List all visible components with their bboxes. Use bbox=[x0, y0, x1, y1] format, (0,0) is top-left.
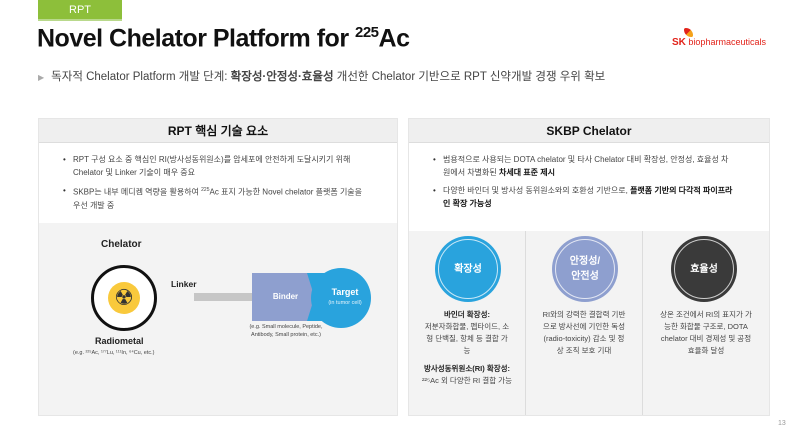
linker-label: Linker bbox=[171, 279, 197, 289]
section-tag: RPT bbox=[38, 0, 122, 21]
left-panel: RPT 핵심 기술 요소 RPT 구성 요소 중 핵심인 RI(방사성동위원소)… bbox=[38, 118, 398, 416]
right-panel: SKBP Chelator 범용적으로 사용되는 DOTA chelator 및… bbox=[408, 118, 770, 416]
bullet-sup: 225 bbox=[201, 187, 210, 193]
binder-examples: (e.g. Small molecule, Peptide, Antibody,… bbox=[249, 324, 323, 338]
efficiency-circle: 효율성 bbox=[671, 236, 737, 302]
title-text: Novel Chelator Platform for bbox=[37, 24, 355, 53]
subtitle-post: 개선한 Chelator 기반으로 RPT 신약개발 경쟁 우위 확보 bbox=[333, 71, 606, 83]
radiometal-label: Radiometal bbox=[95, 336, 144, 346]
bullet: 범용적으로 사용되는 DOTA chelator 및 타사 Chelator 대… bbox=[433, 153, 733, 179]
column-scalability: 확장성 바인더 확장성: 저분자화합물, 펩타이드, 소형 단백질, 항체 등 … bbox=[409, 231, 526, 415]
radiometal-examples: (e.g. ²²⁵Ac, ¹⁷⁷Lu, ¹¹¹In, ⁶⁴Cu, etc.) bbox=[73, 350, 155, 356]
title-tail: Ac bbox=[378, 24, 410, 53]
page-number: 13 bbox=[778, 420, 786, 427]
column-heading: 방사성동위원소(RI) 확장성: bbox=[423, 364, 511, 373]
column-heading: 바인더 확장성: bbox=[444, 310, 490, 319]
target-label: Target bbox=[331, 287, 359, 297]
bullet-bold: 차세대 표준 제시 bbox=[498, 168, 555, 177]
page-title: Novel Chelator Platform for 225Ac bbox=[37, 24, 410, 53]
column-text: 상온 조건에서 RI의 표지가 가능한 화합물 구조로, DOTA chelat… bbox=[660, 310, 752, 355]
title-sup: 225 bbox=[355, 24, 379, 41]
bullet-text: 다양한 바인더 및 방사성 동위원소와의 호환성 기반으로, bbox=[443, 186, 631, 195]
bullet-text: 범용적으로 사용되는 DOTA chelator 및 타사 Chelator 대… bbox=[443, 155, 729, 177]
bullet: RPT 구성 요소 중 핵심인 RI(방사성동위원소)를 암세포에 안전하게 도… bbox=[63, 153, 363, 179]
bullet-text: Ac 표지 가능한 Novel chelator 플랫폼 기술을 우선 개발 중 bbox=[73, 187, 363, 210]
linker-bar bbox=[194, 293, 264, 301]
chelator-label: Chelator bbox=[101, 239, 142, 250]
column-efficiency: 효율성 상온 조건에서 RI의 표지가 가능한 화합물 구조로, DOTA ch… bbox=[643, 231, 769, 415]
chelator-ring: ☢ bbox=[91, 265, 157, 331]
bullet-bold: 플랫폼 기반의 다각적 파이프라인 확장 가능성 bbox=[443, 186, 733, 208]
arrow-icon: ▶ bbox=[38, 73, 45, 82]
radiation-icon: ☢ bbox=[108, 282, 140, 314]
left-panel-header: RPT 핵심 기술 요소 bbox=[39, 119, 397, 143]
right-panel-header: SKBP Chelator bbox=[409, 119, 769, 143]
subtitle: ▶ 독자적 Chelator Platform 개발 단계: 확장성·안정성·효율… bbox=[38, 68, 605, 84]
rpt-diagram: Chelator Linker ☢ Radiometal (e.g. ²²⁵Ac… bbox=[39, 223, 397, 415]
column-text: 저분자화합물, 펩타이드, 소형 단백질, 항체 등 결합 가능 bbox=[424, 322, 510, 355]
bullet-text: SKBP는 내부 메디켐 역량을 활용하여 bbox=[73, 187, 202, 197]
subtitle-bold: 확장성·안정성·효율성 bbox=[230, 71, 334, 83]
feature-columns: 확장성 바인더 확장성: 저분자화합물, 펩타이드, 소형 단백질, 항체 등 … bbox=[409, 231, 769, 415]
column-text: RI와의 강력한 결합력 기반으로 방사선에 기인한 독성 (radio-tox… bbox=[542, 310, 626, 355]
logo-text: biopharmaceuticals bbox=[688, 37, 766, 47]
bullet: 다양한 바인더 및 방사성 동위원소와의 호환성 기반으로, 플랫폼 기반의 다… bbox=[433, 184, 733, 210]
right-bullets: 범용적으로 사용되는 DOTA chelator 및 타사 Chelator 대… bbox=[409, 143, 769, 210]
left-bullets: RPT 구성 요소 중 핵심인 RI(방사성동위원소)를 암세포에 안전하게 도… bbox=[39, 143, 397, 212]
stability-circle: 안정성/ 안전성 bbox=[552, 236, 618, 302]
subtitle-pre: 독자적 Chelator Platform 개발 단계: bbox=[51, 71, 231, 83]
column-text: ²²⁵Ac 외 다양한 RI 결합 가능 bbox=[422, 376, 512, 385]
sk-butterfly-icon bbox=[684, 28, 693, 37]
sk-logo: SK biopharmaceuticals bbox=[672, 28, 766, 48]
logo-sk: SK bbox=[672, 37, 686, 48]
column-stability: 안정성/ 안전성 RI와의 강력한 결합력 기반으로 방사선에 기인한 독성 (… bbox=[526, 231, 643, 415]
target-sublabel: (in tumor cell) bbox=[328, 300, 362, 306]
bullet: SKBP는 내부 메디켐 역량을 활용하여 225Ac 표지 가능한 Novel… bbox=[63, 184, 363, 212]
scalability-circle: 확장성 bbox=[435, 236, 501, 302]
